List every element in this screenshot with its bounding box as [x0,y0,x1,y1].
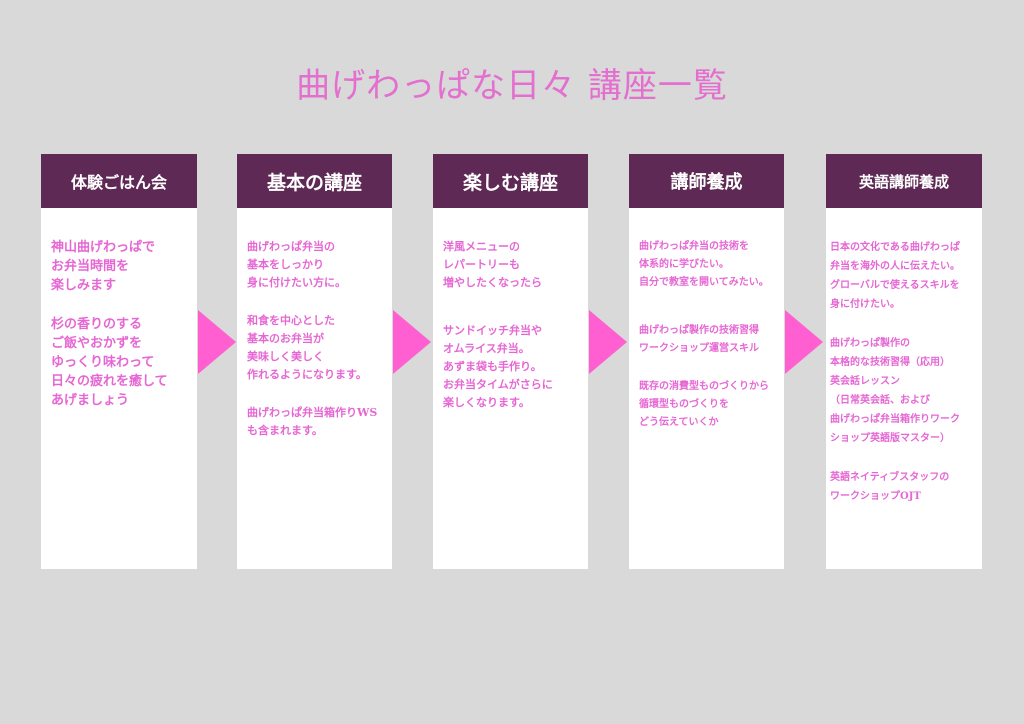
course-card-taiken: 体験ごはん会 神山曲げわっぱで お弁当時間を 楽しみます 杉の香りのする ご飯や… [41,154,197,569]
arrow-icon [198,310,236,374]
card-text: 曲げわっぱ製作の 本格的な技術習得（応用） 英会話レッスン （日常英会話、および… [830,338,960,444]
card-text: 曲げわっぱ弁当箱作りWS も含まれます。 [247,406,378,437]
card-body: 曲げわっぱ弁当の 基本をしっかり 身に付けたい方に。 和食を中心とした 基本のお… [237,208,392,440]
card-text: 洋風メニューの レパートリーも 増やしたくなったら [443,240,542,289]
course-card-eigo: 英語講師養成 日本の文化である曲げわっぱ 弁当を海外の人に伝えたい。 グローバル… [826,154,982,569]
card-text: 英語ネイティブスタッフの ワークショップOJT [830,472,950,502]
card-text: 杉の香りのする ご飯やおかずを ゆっくり味わって 日々の疲れを癒して あげましょ… [51,317,168,408]
card-text: サンドイッチ弁当や オムライス弁当。 あずま袋も手作り。 お弁当タイムがさらに … [443,324,553,409]
card-text: 日本の文化である曲げわっぱ 弁当を海外の人に伝えたい。 グローバルで使えるスキル… [830,242,960,310]
card-header: 英語講師養成 [826,154,982,208]
course-card-kihon: 基本の講座 曲げわっぱ弁当の 基本をしっかり 身に付けたい方に。 和食を中心とし… [237,154,392,569]
card-text: 曲げわっぱ弁当の 基本をしっかり 身に付けたい方に。 [247,240,346,289]
card-body: 日本の文化である曲げわっぱ 弁当を海外の人に伝えたい。 グローバルで使えるスキル… [826,208,982,506]
page-title: 曲げわっぱな日々 講座一覧 [296,66,728,106]
card-text: 曲げわっぱ弁当の技術を 体系的に学びたい。 自分で教室を開いてみたい。 [639,241,769,288]
course-card-koushi: 講師養成 曲げわっぱ弁当の技術を 体系的に学びたい。 自分で教室を開いてみたい。… [629,154,784,569]
card-body: 洋風メニューの レパートリーも 増やしたくなったら サンドイッチ弁当や オムライ… [433,208,588,412]
card-header: 体験ごはん会 [41,154,197,208]
arrow-icon [393,310,431,374]
course-card-tanoshimu: 楽しむ講座 洋風メニューの レパートリーも 増やしたくなったら サンドイッチ弁当… [433,154,588,569]
card-body: 神山曲げわっぱで お弁当時間を 楽しみます 杉の香りのする ご飯やおかずを ゆっ… [41,208,197,410]
card-text: 既存の消費型ものづくりから 循環型ものづくりを どう伝えていくか [639,381,769,428]
arrow-icon [589,310,627,374]
card-header: 基本の講座 [237,154,392,208]
card-text: 和食を中心とした 基本のお弁当が 美味しく美しく 作れるようになります。 [247,314,367,381]
card-body: 曲げわっぱ弁当の技術を 体系的に学びたい。 自分で教室を開いてみたい。 曲げわっ… [629,208,784,432]
card-header: 楽しむ講座 [433,154,588,208]
card-text: 神山曲げわっぱで お弁当時間を 楽しみます [51,240,156,293]
arrow-icon [785,310,823,374]
card-header: 講師養成 [629,154,784,208]
card-text: 曲げわっぱ製作の技術習得 ワークショップ運営スキル [639,325,759,354]
